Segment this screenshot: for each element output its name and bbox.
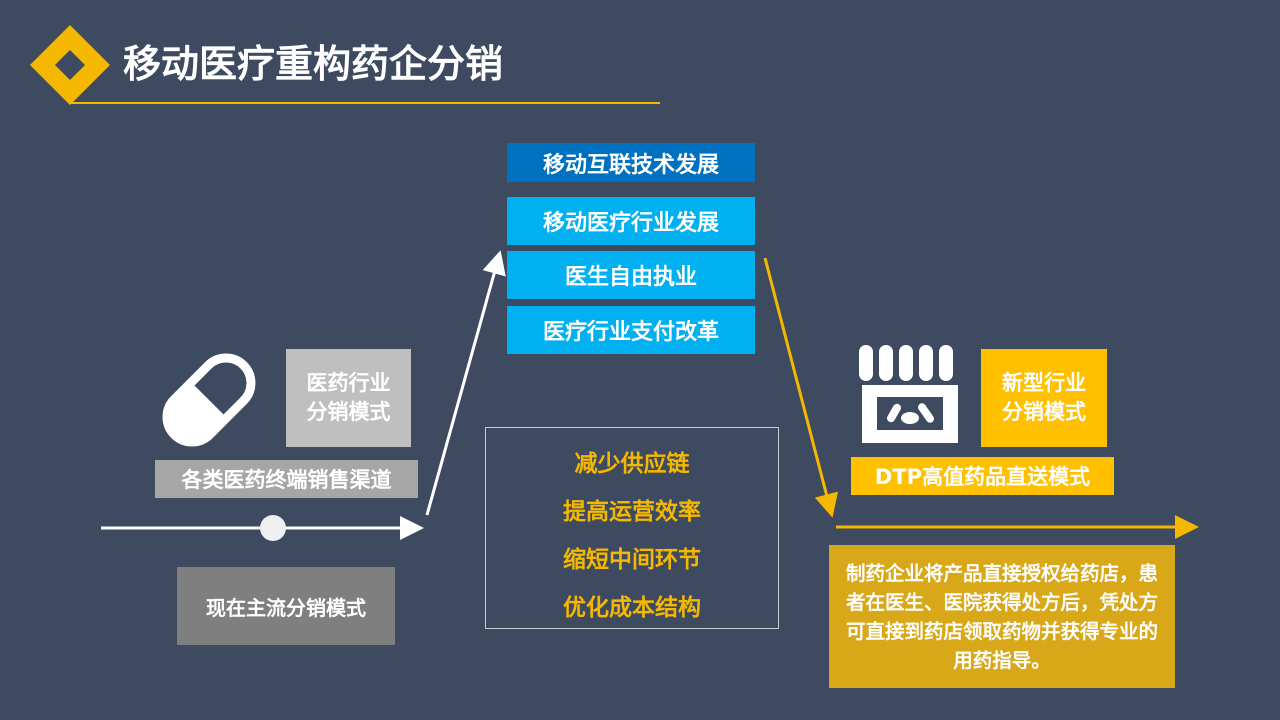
benefit-item: 提高运营效率 bbox=[563, 499, 701, 525]
driver-payment-reform: 医疗行业支付改革 bbox=[507, 306, 755, 354]
driver-doctor-practice: 医生自由执业 bbox=[507, 251, 755, 299]
driver-mobile-medical: 移动医疗行业发展 bbox=[507, 197, 755, 245]
channels-label: 各类医药终端销售渠道 bbox=[155, 460, 418, 498]
pill-icon bbox=[162, 353, 256, 447]
page-title: 移动医疗重构药企分销 bbox=[123, 42, 504, 86]
descend-arrow bbox=[763, 257, 839, 518]
mainstream-mode-label: 现在主流分销模式 bbox=[177, 567, 395, 645]
driver-mobile-internet: 移动互联技术发展 bbox=[507, 143, 755, 182]
dtp-mode-label: DTP高值药品直送模式 bbox=[851, 457, 1114, 495]
benefit-item: 优化成本结构 bbox=[563, 595, 701, 621]
rise-arrow bbox=[425, 250, 506, 516]
current-mode-line1: 医药行业 bbox=[306, 371, 391, 395]
benefit-item: 减少供应链 bbox=[574, 451, 690, 477]
current-mode-box: 医药行业 分销模式 bbox=[286, 349, 411, 447]
new-mode-box: 新型行业 分销模式 bbox=[981, 349, 1107, 447]
title-diamond-icon bbox=[30, 25, 110, 105]
store-icon bbox=[859, 345, 958, 443]
new-mode-line2: 分销模式 bbox=[1002, 400, 1086, 424]
benefit-item: 缩短中间环节 bbox=[563, 547, 701, 573]
title-underline bbox=[70, 102, 660, 104]
timeline-dot bbox=[260, 515, 286, 541]
current-mode-line2: 分销模式 bbox=[306, 400, 391, 424]
benefits-box bbox=[485, 427, 779, 629]
new-mode-line1: 新型行业 bbox=[1002, 371, 1086, 395]
dtp-description: 制药企业将产品直接授权给药店，患者在医生、医院获得处方后，凭处方可直接到药店领取… bbox=[829, 545, 1175, 688]
